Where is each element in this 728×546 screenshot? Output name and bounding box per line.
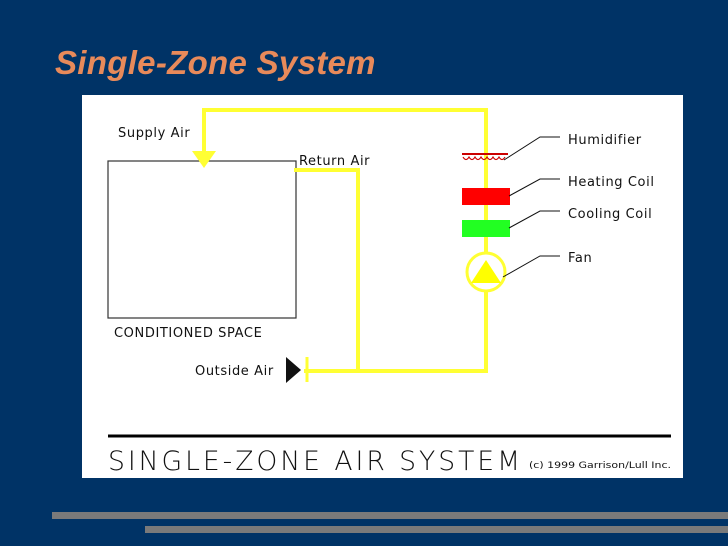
conditioned-space-label: CONDITIONED SPACE <box>114 326 262 341</box>
outside-air-arrow <box>286 357 301 383</box>
outside-air-label: Outside Air <box>195 364 274 379</box>
heating-coil-label: Heating Coil <box>568 175 655 190</box>
ductwork <box>202 108 488 373</box>
copyright-notice: (c) 1999 Garrison/Lull Inc. <box>529 461 671 471</box>
leader-lines <box>502 136 560 278</box>
fan-icon <box>471 260 501 283</box>
return-air-label: Return Air <box>299 154 370 169</box>
humidifier-label: Humidifier <box>568 133 642 148</box>
cooling-coil <box>462 220 510 237</box>
fan-leader <box>502 255 560 278</box>
cooling-coil-leader <box>508 210 560 229</box>
diagram-caption: SINGLE-ZONE AIR SYSTEM <box>108 446 523 477</box>
footer-bar-top <box>52 512 728 519</box>
humidifier-spray <box>462 155 506 161</box>
supply-air-label: Supply Air <box>118 126 190 141</box>
slide-title: Single-Zone System <box>55 44 376 81</box>
diagram-panel: Supply Air Return Air CONDITIONED SPACE … <box>82 95 683 478</box>
heating-coil-leader <box>508 178 560 197</box>
supply-duct <box>202 108 488 373</box>
supply-air-arrow <box>192 151 216 168</box>
conditioned-space-box <box>107 160 297 319</box>
air-system-diagram: Supply Air Return Air CONDITIONED SPACE … <box>107 108 671 477</box>
heating-coil <box>462 188 510 205</box>
footer-bar-bottom <box>145 526 728 533</box>
cooling-coil-label: Cooling Coil <box>568 207 652 222</box>
fan-label: Fan <box>568 251 592 266</box>
return-duct <box>294 168 360 373</box>
humidifier-leader <box>503 136 560 161</box>
